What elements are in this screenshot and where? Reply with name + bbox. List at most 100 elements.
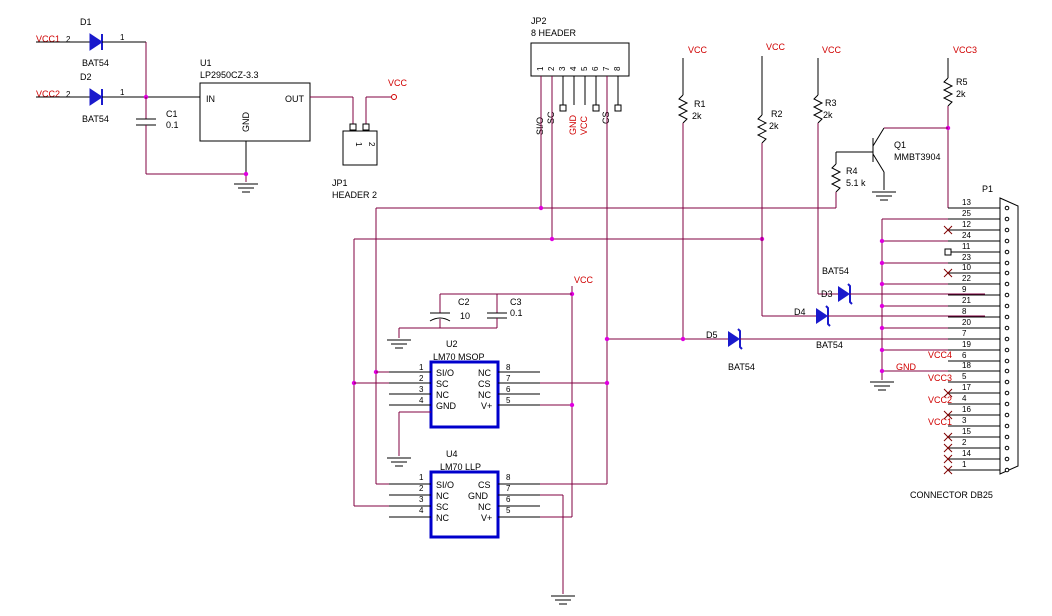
svg-text:1: 1 (120, 88, 125, 97)
svg-text:18: 18 (962, 361, 971, 370)
svg-text:R3: R3 (825, 98, 837, 108)
svg-text:1: 1 (419, 473, 424, 482)
ground-symbol-q1 (872, 191, 896, 201)
svg-text:22: 22 (962, 274, 971, 283)
diode-d5: D5 BAT54 (607, 328, 985, 372)
svg-text:C3: C3 (510, 297, 522, 307)
svg-text:U2: U2 (446, 339, 458, 349)
svg-text:2k: 2k (692, 111, 702, 121)
header-jp2: JP2 8 HEADER 1 2 3 4 5 6 7 8 SI/O SC GND… (530, 16, 630, 136)
svg-text:C1: C1 (166, 109, 178, 119)
no-connect-marks (943, 225, 953, 475)
svg-text:OUT: OUT (285, 94, 305, 104)
svg-text:8: 8 (506, 363, 511, 372)
svg-text:GND: GND (568, 115, 578, 136)
svg-text:SC: SC (436, 379, 449, 389)
connector-p1: P1 CONNECTOR DB25 13 25 12 24 11 23 10 2… (910, 184, 1019, 500)
svg-text:LM70 LLP: LM70 LLP (440, 462, 481, 472)
svg-text:4: 4 (569, 66, 578, 71)
svg-text:1: 1 (536, 66, 545, 71)
transistor-q1: Q1 MMBT3904 (836, 127, 948, 190)
svg-text:2: 2 (66, 90, 71, 99)
svg-text:CS: CS (478, 480, 491, 490)
svg-text:R5: R5 (956, 77, 968, 87)
capacitor-c2: C2 10 (429, 294, 470, 328)
net-label-vcc1-db25: VCC1 (928, 417, 952, 427)
svg-text:8: 8 (962, 307, 967, 316)
svg-text:BAT54: BAT54 (822, 266, 849, 276)
svg-text:SI/O: SI/O (535, 117, 545, 135)
svg-text:1: 1 (354, 142, 363, 147)
svg-text:V+: V+ (481, 401, 492, 411)
svg-text:JP1: JP1 (332, 178, 348, 188)
svg-text:10: 10 (962, 263, 971, 272)
svg-text:BAT54: BAT54 (816, 340, 843, 350)
svg-text:6: 6 (591, 66, 600, 71)
net-label-vcc2: VCC2 (36, 89, 60, 99)
net-label-vcc2-db25: VCC2 (928, 395, 952, 405)
svg-text:NC: NC (436, 513, 449, 523)
svg-text:0.1: 0.1 (510, 308, 523, 318)
svg-text:BAT54: BAT54 (82, 58, 109, 68)
svg-text:17: 17 (962, 383, 971, 392)
svg-text:NC: NC (436, 390, 449, 400)
ground-symbol-u4 (551, 595, 575, 605)
svg-text:2: 2 (547, 66, 556, 71)
svg-text:P1: P1 (982, 184, 993, 194)
svg-text:7: 7 (962, 329, 967, 338)
svg-text:VCC: VCC (766, 42, 786, 52)
svg-text:25: 25 (962, 209, 971, 218)
svg-text:4: 4 (419, 506, 424, 515)
ic-u4: U4 LM70 LLP SI/O NC SC NC CS GND NC V+ 1… (389, 449, 540, 539)
svg-text:1: 1 (962, 460, 967, 469)
svg-text:U1: U1 (200, 58, 212, 68)
svg-text:SI/O: SI/O (436, 368, 454, 378)
svg-text:GND: GND (436, 401, 457, 411)
svg-text:GND: GND (468, 491, 489, 501)
svg-text:JP2: JP2 (531, 16, 547, 26)
svg-text:2: 2 (367, 142, 376, 147)
svg-text:10: 10 (460, 311, 470, 321)
net-label-gnd: GND (896, 362, 917, 372)
svg-text:VCC: VCC (579, 115, 589, 135)
capacitor-c3: C3 0.1 (487, 294, 523, 328)
svg-text:14: 14 (962, 449, 971, 458)
svg-text:6: 6 (506, 385, 511, 394)
diode-d1: VCC1 2 D1 1 BAT54 (36, 17, 146, 68)
svg-text:3: 3 (419, 495, 424, 504)
resistor-r3: VCC R3 2k (812, 45, 842, 294)
svg-text:7: 7 (506, 374, 511, 383)
header-jp1: 1 2 JP1 HEADER 2 (332, 123, 378, 200)
svg-text:23: 23 (962, 253, 971, 262)
ground-symbol-db25 (870, 381, 894, 391)
svg-text:8: 8 (506, 473, 511, 482)
svg-text:4: 4 (419, 396, 424, 405)
svg-text:3: 3 (962, 416, 967, 425)
svg-text:2: 2 (66, 35, 71, 44)
svg-text:CS: CS (601, 111, 611, 124)
net-label-vcc-caps: VCC (574, 275, 594, 285)
resistor-r5: VCC3 R5 2k (942, 45, 977, 208)
svg-text:MMBT3904: MMBT3904 (894, 152, 941, 162)
svg-text:VCC3: VCC3 (953, 45, 977, 55)
resistor-r2: VCC R2 2k (756, 42, 786, 316)
ground-symbol-u1 (234, 183, 258, 193)
svg-text:HEADER 2: HEADER 2 (332, 190, 377, 200)
svg-text:NC: NC (478, 390, 491, 400)
svg-text:GND: GND (241, 112, 251, 133)
svg-text:NC: NC (436, 491, 449, 501)
svg-text:C2: C2 (458, 297, 470, 307)
svg-text:7: 7 (506, 484, 511, 493)
svg-text:1: 1 (120, 33, 125, 42)
svg-text:2k: 2k (956, 89, 966, 99)
net-label-vcc1: VCC1 (36, 34, 60, 44)
svg-text:5: 5 (506, 506, 511, 515)
svg-text:3: 3 (419, 385, 424, 394)
capacitor-c1: C1 0.1 (136, 97, 179, 174)
svg-text:D3: D3 (821, 289, 833, 299)
svg-text:D5: D5 (706, 330, 718, 340)
svg-text:3: 3 (558, 66, 567, 71)
ic-u2: U2 LM70 MSOP SI/O SC NC GND NC CS NC V+ … (389, 339, 540, 429)
